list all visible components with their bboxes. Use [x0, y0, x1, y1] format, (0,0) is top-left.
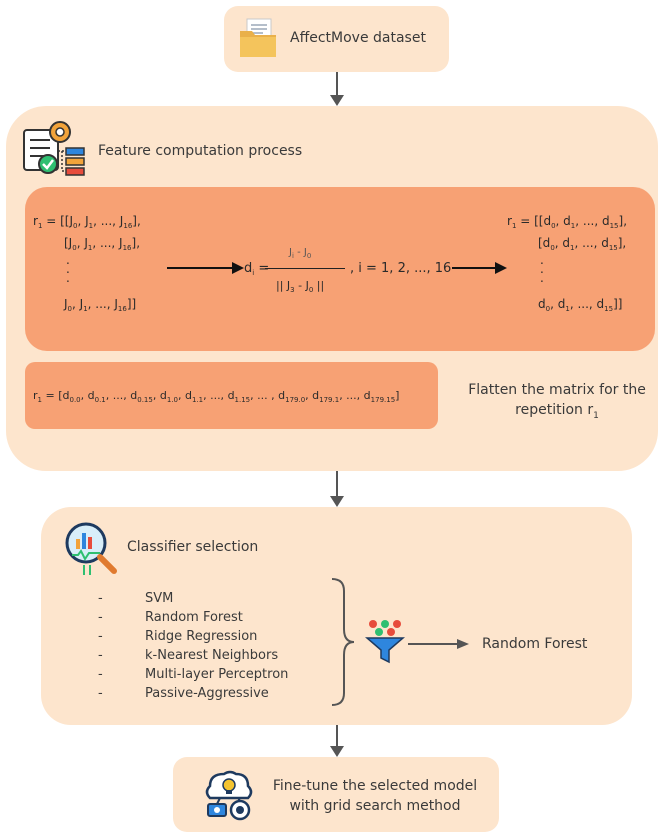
list-dash: - [98, 591, 103, 606]
list-dash: - [98, 667, 103, 682]
matrix-left-row-last: J0, J1, ..., J16]] [64, 297, 137, 313]
formula-fraction-line [265, 268, 345, 269]
classifier-option: Passive-Aggressive [145, 686, 269, 701]
arrow-matrix-to-formula [167, 262, 244, 274]
arrow-funnel-to-result [408, 639, 469, 649]
classifier-option: Ridge Regression [145, 629, 258, 644]
flat-item-6: d179.0 [278, 389, 306, 404]
matrix-right-row1: r1 = [[d0, d1, ..., d15], [507, 214, 628, 230]
flat-item-2: d0.15 [130, 389, 153, 404]
dataset-label: AffectMove dataset [290, 30, 426, 46]
list-dash: - [98, 686, 103, 701]
feature-title: Feature computation process [98, 143, 303, 159]
flat-item-7: d179.1 [312, 389, 340, 404]
flat-item-4: d1.1 [184, 389, 204, 404]
flat-item-8: d179.15 [363, 389, 396, 404]
flat-vector: r1 = [d0.0, d0.1, ..., d0.15, d1.0, d1.1… [33, 389, 400, 404]
arrow-feature-to-classifier [330, 471, 344, 507]
arrow-dataset-to-feature [330, 72, 344, 106]
matrix-right-vdots: ... [540, 253, 544, 285]
list-dash: - [98, 629, 103, 644]
formula-numerator: Ji - J0 [289, 247, 312, 260]
matrix-right-row2: [d0, d1, ..., d15], [538, 236, 627, 252]
flat-item-3: d1.0 [159, 389, 178, 404]
formula-range: , i = 1, 2, ..., 16 [350, 261, 452, 276]
classifier-option: SVM [145, 591, 174, 606]
flat-box [25, 362, 438, 429]
flat-item-1: d0.1 [87, 389, 106, 404]
classifier-option: Multi-layer Perceptron [145, 667, 289, 682]
matrix-box [25, 187, 655, 351]
matrix-left-row2: [J0, J1, ..., J16], [64, 236, 141, 252]
list-dash: - [98, 610, 103, 625]
folder-icon [240, 18, 276, 57]
list-dash: - [98, 648, 103, 663]
classifier-option: k-Nearest Neighbors [145, 648, 279, 663]
formula-denominator: || J3 - J0 || [276, 279, 325, 294]
classifier-result: Random Forest [482, 636, 588, 652]
arrow-classifier-to-finetune [330, 725, 344, 757]
matrix-left-row1: r1 = [[J0, J1, ..., J16], [33, 214, 141, 230]
classifier-option: Random Forest [145, 610, 243, 625]
chart-magnifier-icon [65, 522, 117, 575]
dataset-box: AffectMove dataset [224, 6, 449, 72]
flat-item-0: d0.0 [62, 389, 81, 404]
arrow-formula-to-matrix [452, 262, 507, 274]
classifier-title: Classifier selection [127, 539, 259, 555]
classifier-panel [41, 507, 632, 725]
formula-lhs: di = [244, 261, 270, 277]
matrix-right-row-last: d0, d1, ..., d15]] [538, 297, 623, 313]
gear-document-icon [23, 121, 85, 176]
brain-gear-icon [205, 770, 253, 821]
curly-brace [331, 578, 355, 706]
flat-item-5: d1.15 [227, 389, 251, 404]
funnel-icon [365, 620, 405, 664]
matrix-left-vdots: ... [66, 253, 70, 285]
